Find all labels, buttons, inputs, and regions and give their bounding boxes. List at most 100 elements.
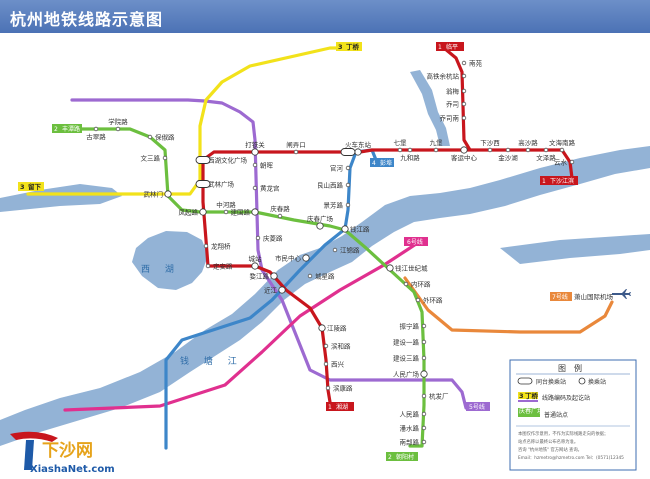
station-9[interactable]: 七堡 [394,138,408,153]
station-label: 潘水路 [400,424,420,433]
tag-line2-chaoyangcun[interactable]: 2 朝阳村 [386,452,418,461]
station-39[interactable]: 景芳路 [324,201,351,210]
tag-line7-airport[interactable]: 7号线 萧山国际机场 [550,292,614,301]
station-7[interactable]: 闸弄口 [286,141,306,155]
station-5[interactable]: 乔司南 [440,114,467,123]
svg-text:同台换乘站: 同台换乘站 [536,378,566,386]
station-32[interactable]: 建国路 [231,208,259,217]
station-36[interactable]: 黄龙宫 [252,184,280,193]
tag-line5[interactable]: 5号线 [466,402,490,411]
station-30[interactable]: 凤起路 [179,208,207,217]
station-52[interactable]: 外环路 [415,296,443,305]
station-marker [461,101,467,107]
station-45[interactable]: 城站 [249,254,263,270]
station-47[interactable]: 江锦路 [332,246,360,255]
station-59[interactable]: 人民广场 [393,370,428,379]
station-56[interactable]: 振宁路 [400,322,427,331]
station-18[interactable]: 文泽路 [536,147,556,162]
station-marker [461,60,467,66]
station-label: 人民广场 [393,370,420,379]
tag-line2-fengtan[interactable]: 2 丰潭路 [52,124,82,133]
station-57[interactable]: 建设一路 [393,338,427,347]
station-49[interactable]: 城星路 [307,272,335,281]
station-24[interactable]: 保俶路 [147,133,175,142]
legend-interchange: 同台换乘站 [517,377,566,386]
station-12[interactable]: 高沙路 [518,138,538,153]
station-label: 建设三路 [393,354,420,363]
station-21[interactable]: 学院路 [108,117,128,132]
station-26[interactable]: 武林门 [144,190,172,199]
station-63[interactable]: 南部路 [400,438,427,447]
station-label: 南苑 [469,59,483,68]
station-marker [403,281,409,287]
station-label: 人民路 [400,410,420,419]
station-35[interactable]: 朝晖 [252,162,274,170]
tag-line1-xianghu[interactable]: 1 湘湖 [326,402,354,411]
svg-text:1: 1 [542,178,546,185]
station-53[interactable]: 江陵路 [318,324,347,333]
svg-text:下沙江滨: 下沙江滨 [550,177,574,185]
station-43[interactable]: 龙翔桥 [203,242,231,251]
station-label: 学院路 [108,117,128,126]
station-44[interactable]: 定安路 [205,262,233,271]
station-4[interactable]: 乔司 [446,101,467,109]
station-marker [251,208,259,216]
station-17[interactable]: 金沙湖 [498,147,518,162]
station-38[interactable]: 艮山西路 [317,181,351,190]
svg-text:1: 1 [438,44,442,51]
station-58[interactable]: 建设三路 [393,354,427,363]
station-13[interactable]: 文海南路 [549,138,576,153]
station-6[interactable]: 打铁关 [245,140,265,156]
station-marker [354,148,362,156]
logo-swoosh-icon [10,431,58,442]
logo-brand: 下沙网 [42,441,93,461]
tag-line6[interactable]: 6号线 [404,237,428,246]
station-31[interactable]: 中河路 [216,200,236,215]
station-1[interactable]: 高铁余杭站 [427,72,467,81]
station-48[interactable]: 近江 [264,286,286,295]
station-61[interactable]: 人民路 [400,410,427,419]
station-marker [421,393,427,399]
station-51[interactable]: 内环路 [403,280,431,289]
station-62[interactable]: 潘水路 [400,424,427,433]
station-19[interactable]: 云水 [554,158,575,167]
line-tags: 1 临平 1 下沙江滨 1 湘湖 2 丰潭路 [18,42,614,461]
station-64[interactable]: 滨康路 [325,384,353,393]
station-41[interactable]: 市民中心 [275,254,310,263]
station-50[interactable]: 钱江世纪城 [386,264,428,273]
station-34[interactable]: 婺江路 [250,272,278,281]
station-label: 建国路 [231,208,251,217]
tag-line1-xiasha-jiangbin[interactable]: 1 下沙江滨 [540,176,578,185]
tag-line4-pengbu[interactable]: 4 彭埠 [370,158,394,167]
station-marker [461,73,467,79]
station-marker [293,149,299,155]
metro-map[interactable]: 西 湖 钱 塘 江 1 临平 1 下沙江滨 [0,33,650,479]
station-37[interactable]: 官河 [330,164,351,173]
station-11[interactable]: 下沙西 [480,139,500,153]
station-0[interactable]: 南苑 [461,59,483,68]
station-54[interactable]: 滨和路 [323,342,351,351]
station-42[interactable]: 钱江路 [341,225,370,234]
station-60[interactable]: 杭发厂 [421,392,449,401]
station-16[interactable]: 客运中心 [451,146,478,162]
station-3[interactable]: 翁梅 [446,87,467,96]
station-22[interactable]: 古翠路 [86,126,106,141]
station-40[interactable]: 庆春广场 [307,214,334,230]
station-33[interactable]: 庆春路 [270,204,290,219]
station-marker [345,182,351,188]
tag-line1-linping[interactable]: 1 临平 [436,42,464,51]
station-55[interactable]: 西兴 [323,360,345,369]
station-25[interactable]: 文三路 [141,154,168,163]
svg-text:湘湖: 湘湖 [336,403,348,411]
station-marker [252,185,258,191]
station-marker [251,148,259,156]
svg-text:朝阳村: 朝阳村 [396,453,414,461]
tag-line3-liuxia[interactable]: 3 留下 [18,182,44,191]
station-15[interactable]: 九和路 [400,147,420,162]
legend-terminal: 3 丁桥 线路编码及起讫站 [518,391,590,402]
tag-line3-dingqiao[interactable]: 3 丁桥 [336,42,362,51]
station-marker [252,162,258,168]
station-10[interactable]: 九堡 [430,138,444,153]
station-46[interactable]: 庆菱路 [255,234,283,243]
stations-layer: 南苑高铁余杭站翁梅乔司乔司南打铁关闸弄口火车东站七堡九堡下沙西高沙路文海南路九和… [86,59,575,447]
